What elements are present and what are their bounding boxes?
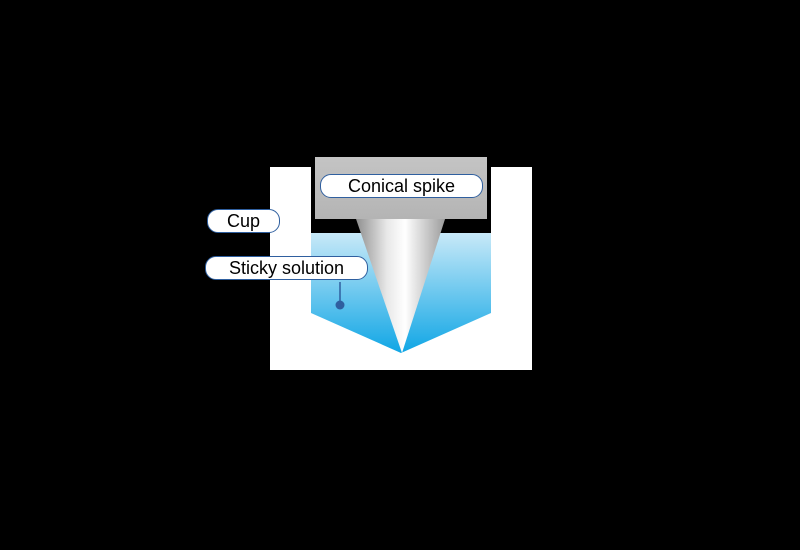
solution-label: Sticky solution — [205, 256, 368, 280]
spike-label: Conical spike — [320, 174, 483, 198]
solution-pointer-dot — [335, 300, 345, 310]
cup-label: Cup — [207, 209, 280, 233]
conical-spike — [355, 216, 446, 353]
